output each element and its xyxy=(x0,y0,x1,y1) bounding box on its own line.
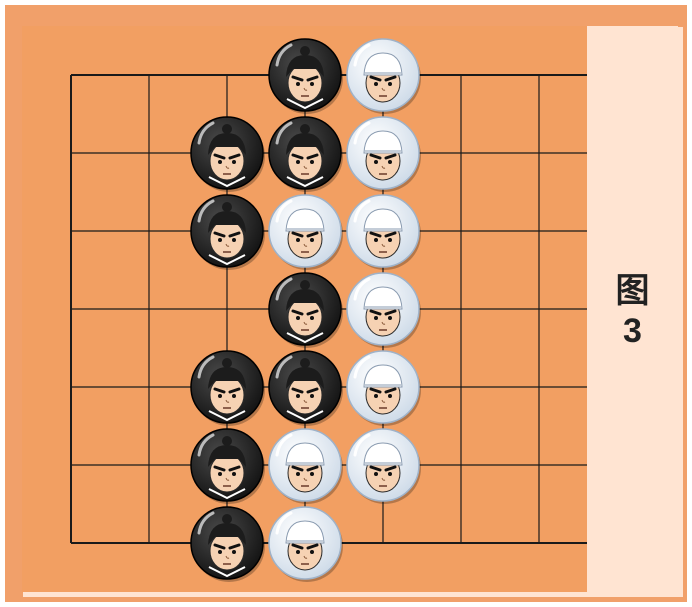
white-stone xyxy=(347,429,421,504)
caption-char: 图 xyxy=(587,271,678,311)
caption-number: 3 xyxy=(587,311,678,351)
white-stone xyxy=(347,39,421,114)
black-stone xyxy=(269,273,343,348)
white-stone xyxy=(347,273,421,348)
game-board xyxy=(22,26,587,592)
white-stone xyxy=(269,195,343,270)
black-stone xyxy=(191,195,265,270)
white-stone xyxy=(269,429,343,504)
white-stone xyxy=(347,117,421,192)
black-stone xyxy=(269,117,343,192)
black-stone xyxy=(191,507,265,582)
white-stone xyxy=(269,507,343,582)
figure-caption: 图 3 xyxy=(587,271,678,351)
black-stone xyxy=(191,117,265,192)
black-stone xyxy=(191,429,265,504)
white-stone xyxy=(347,195,421,270)
black-stone xyxy=(191,351,265,426)
black-stone xyxy=(269,351,343,426)
caption-panel: 图 3 xyxy=(587,26,678,592)
board-svg xyxy=(22,26,587,592)
black-stone xyxy=(269,39,343,114)
white-stone xyxy=(347,351,421,426)
